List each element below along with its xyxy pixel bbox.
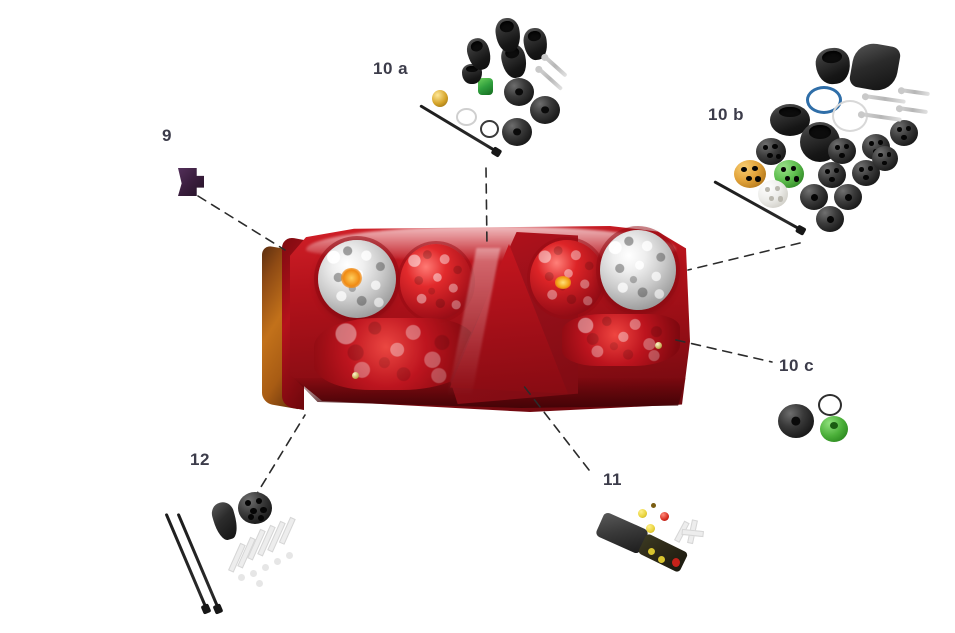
- lens-screw-left: [352, 372, 359, 379]
- terminal-bead-4: [274, 558, 281, 565]
- lens-screw-right: [655, 342, 662, 349]
- rubber-boot: [209, 499, 241, 543]
- group-10a-parts: [418, 16, 568, 175]
- black-seal-insert-6: [852, 160, 880, 186]
- black-seal-insert-7: [872, 146, 898, 171]
- orange-seal-insert: [734, 160, 766, 188]
- metal-ring: [456, 108, 477, 126]
- black-seal-insert-1: [756, 138, 786, 165]
- round-multi-pin-connector: [238, 492, 272, 524]
- terminal-bead-6: [256, 580, 263, 587]
- black-seal-insert-5: [818, 162, 846, 188]
- metal-ring-small: [480, 120, 499, 138]
- group-11-parts: [594, 500, 706, 585]
- yellow-seal-2: [646, 524, 655, 533]
- leader-10b: [687, 242, 801, 271]
- leader-9: [197, 195, 286, 251]
- terminal-pin-3: [899, 88, 930, 97]
- white-seal-insert: [758, 180, 788, 208]
- contact-tip: [651, 503, 656, 508]
- callout-label-9: 9: [162, 126, 172, 145]
- black-seal-insert-4: [890, 120, 918, 146]
- black-seal-insert-8: [800, 184, 828, 210]
- bulb-glow-amber: [341, 268, 362, 289]
- blue-o-ring: [806, 86, 842, 114]
- leader-12: [252, 414, 306, 501]
- black-grommet: [778, 404, 814, 438]
- group-9-parts: [176, 166, 210, 200]
- reverse-lamp-clear-right: [600, 230, 676, 310]
- yellow-seal-1: [638, 509, 647, 518]
- callout-label-10b: 10 b: [708, 105, 745, 124]
- callout-label-10c: 10 c: [779, 356, 815, 375]
- bulb-glow-amber: [555, 276, 572, 289]
- group-10b-parts: [712, 38, 950, 248]
- black-grommet-1: [504, 78, 534, 106]
- callout-label-11: 11: [603, 470, 622, 489]
- lens-texture: [562, 314, 680, 366]
- terminal-pin-4: [897, 106, 928, 115]
- black-grommet-2: [530, 96, 560, 124]
- tail-lamp-strip-right: [562, 314, 680, 366]
- green-insert: [478, 78, 493, 95]
- tail-lamp-strip-left: [314, 318, 474, 390]
- lens-texture: [600, 230, 676, 310]
- green-seal-plug-hole: [830, 422, 838, 429]
- callout-label-12: 12: [190, 450, 210, 469]
- group-10c-parts: [776, 392, 866, 452]
- indicator-lamp-red-left: [400, 244, 472, 320]
- metal-ring: [818, 394, 842, 416]
- terminal-bead-5: [286, 552, 293, 559]
- lens-texture: [400, 244, 472, 320]
- cable-tie-1: [164, 512, 209, 610]
- elbow-boot: [848, 40, 902, 94]
- terminal-bead-3: [262, 564, 269, 571]
- leader-10c: [675, 339, 773, 363]
- connector-pin-yellow-2: [658, 556, 665, 563]
- red-seal: [660, 512, 669, 521]
- brass-contact: [432, 90, 448, 107]
- rear-combination-lamp: [262, 218, 690, 428]
- terminal-bead-2: [250, 570, 257, 577]
- leader-10a: [485, 167, 488, 248]
- lens-texture: [314, 318, 474, 390]
- callout-label-10a: 10 a: [373, 59, 409, 78]
- terminal-pin-1: [863, 94, 906, 104]
- green-seal-plug: [820, 416, 848, 442]
- black-seal-insert-2: [828, 138, 856, 164]
- leader-11: [522, 384, 590, 471]
- black-grommet-3: [502, 118, 532, 146]
- connector-pin-red: [672, 558, 680, 567]
- black-seal-insert-10: [816, 206, 844, 232]
- group-12-parts: [160, 486, 320, 610]
- indicator-lamp-red-right: [530, 240, 604, 316]
- reverse-lamp-clear-left: [318, 240, 396, 318]
- white-retaining-clip-3: [681, 528, 704, 538]
- terminal-bead-1: [238, 574, 245, 581]
- threaded-collar: [814, 46, 852, 86]
- purple-connector-housing: [178, 168, 204, 196]
- black-seal-insert-9: [834, 184, 862, 210]
